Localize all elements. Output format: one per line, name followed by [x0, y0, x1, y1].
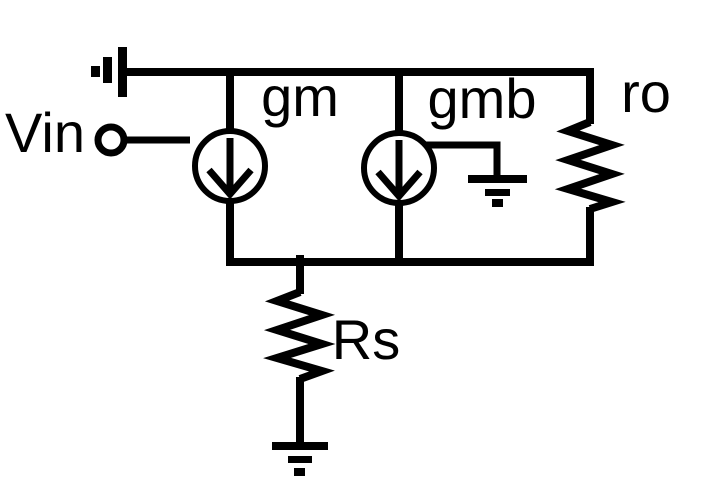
rs-resistor-zigzag — [263, 288, 336, 383]
ground-symbol-top-left — [91, 47, 127, 97]
ground-bar-short — [492, 199, 503, 207]
rs-resistor: Rs — [263, 255, 400, 476]
vin-label: Vin — [5, 101, 85, 164]
gmb-label: gmb — [428, 67, 537, 130]
gm-current-source: gm — [192, 65, 339, 262]
ground-bar-long — [272, 442, 328, 450]
vin-terminal-circle — [94, 123, 128, 157]
ro-resistor-zigzag — [554, 118, 626, 213]
ground-bar-long — [118, 47, 127, 97]
vin-input-terminal: Vin — [5, 101, 190, 164]
gm-label: gm — [261, 65, 339, 128]
ro-label: ro — [621, 61, 671, 124]
gmb-arrow-head — [375, 169, 423, 202]
ground-bar-medium — [485, 189, 510, 196]
ground-bar-long — [468, 175, 527, 183]
ground-symbol-rs — [272, 442, 328, 476]
top-rail-wire — [126, 68, 594, 124]
ground-bar-medium — [103, 57, 112, 83]
rs-label: Rs — [332, 308, 400, 371]
gmb-ground-wire — [425, 141, 501, 177]
gmb-current-source: gmb — [361, 67, 537, 262]
ground-symbol-gmb — [468, 175, 527, 207]
gm-arrow-head — [206, 167, 254, 200]
ground-bar-medium — [288, 456, 312, 463]
ground-bar-short — [294, 468, 305, 476]
ground-bar-short — [91, 66, 100, 77]
ro-resistor: ro — [554, 61, 671, 266]
